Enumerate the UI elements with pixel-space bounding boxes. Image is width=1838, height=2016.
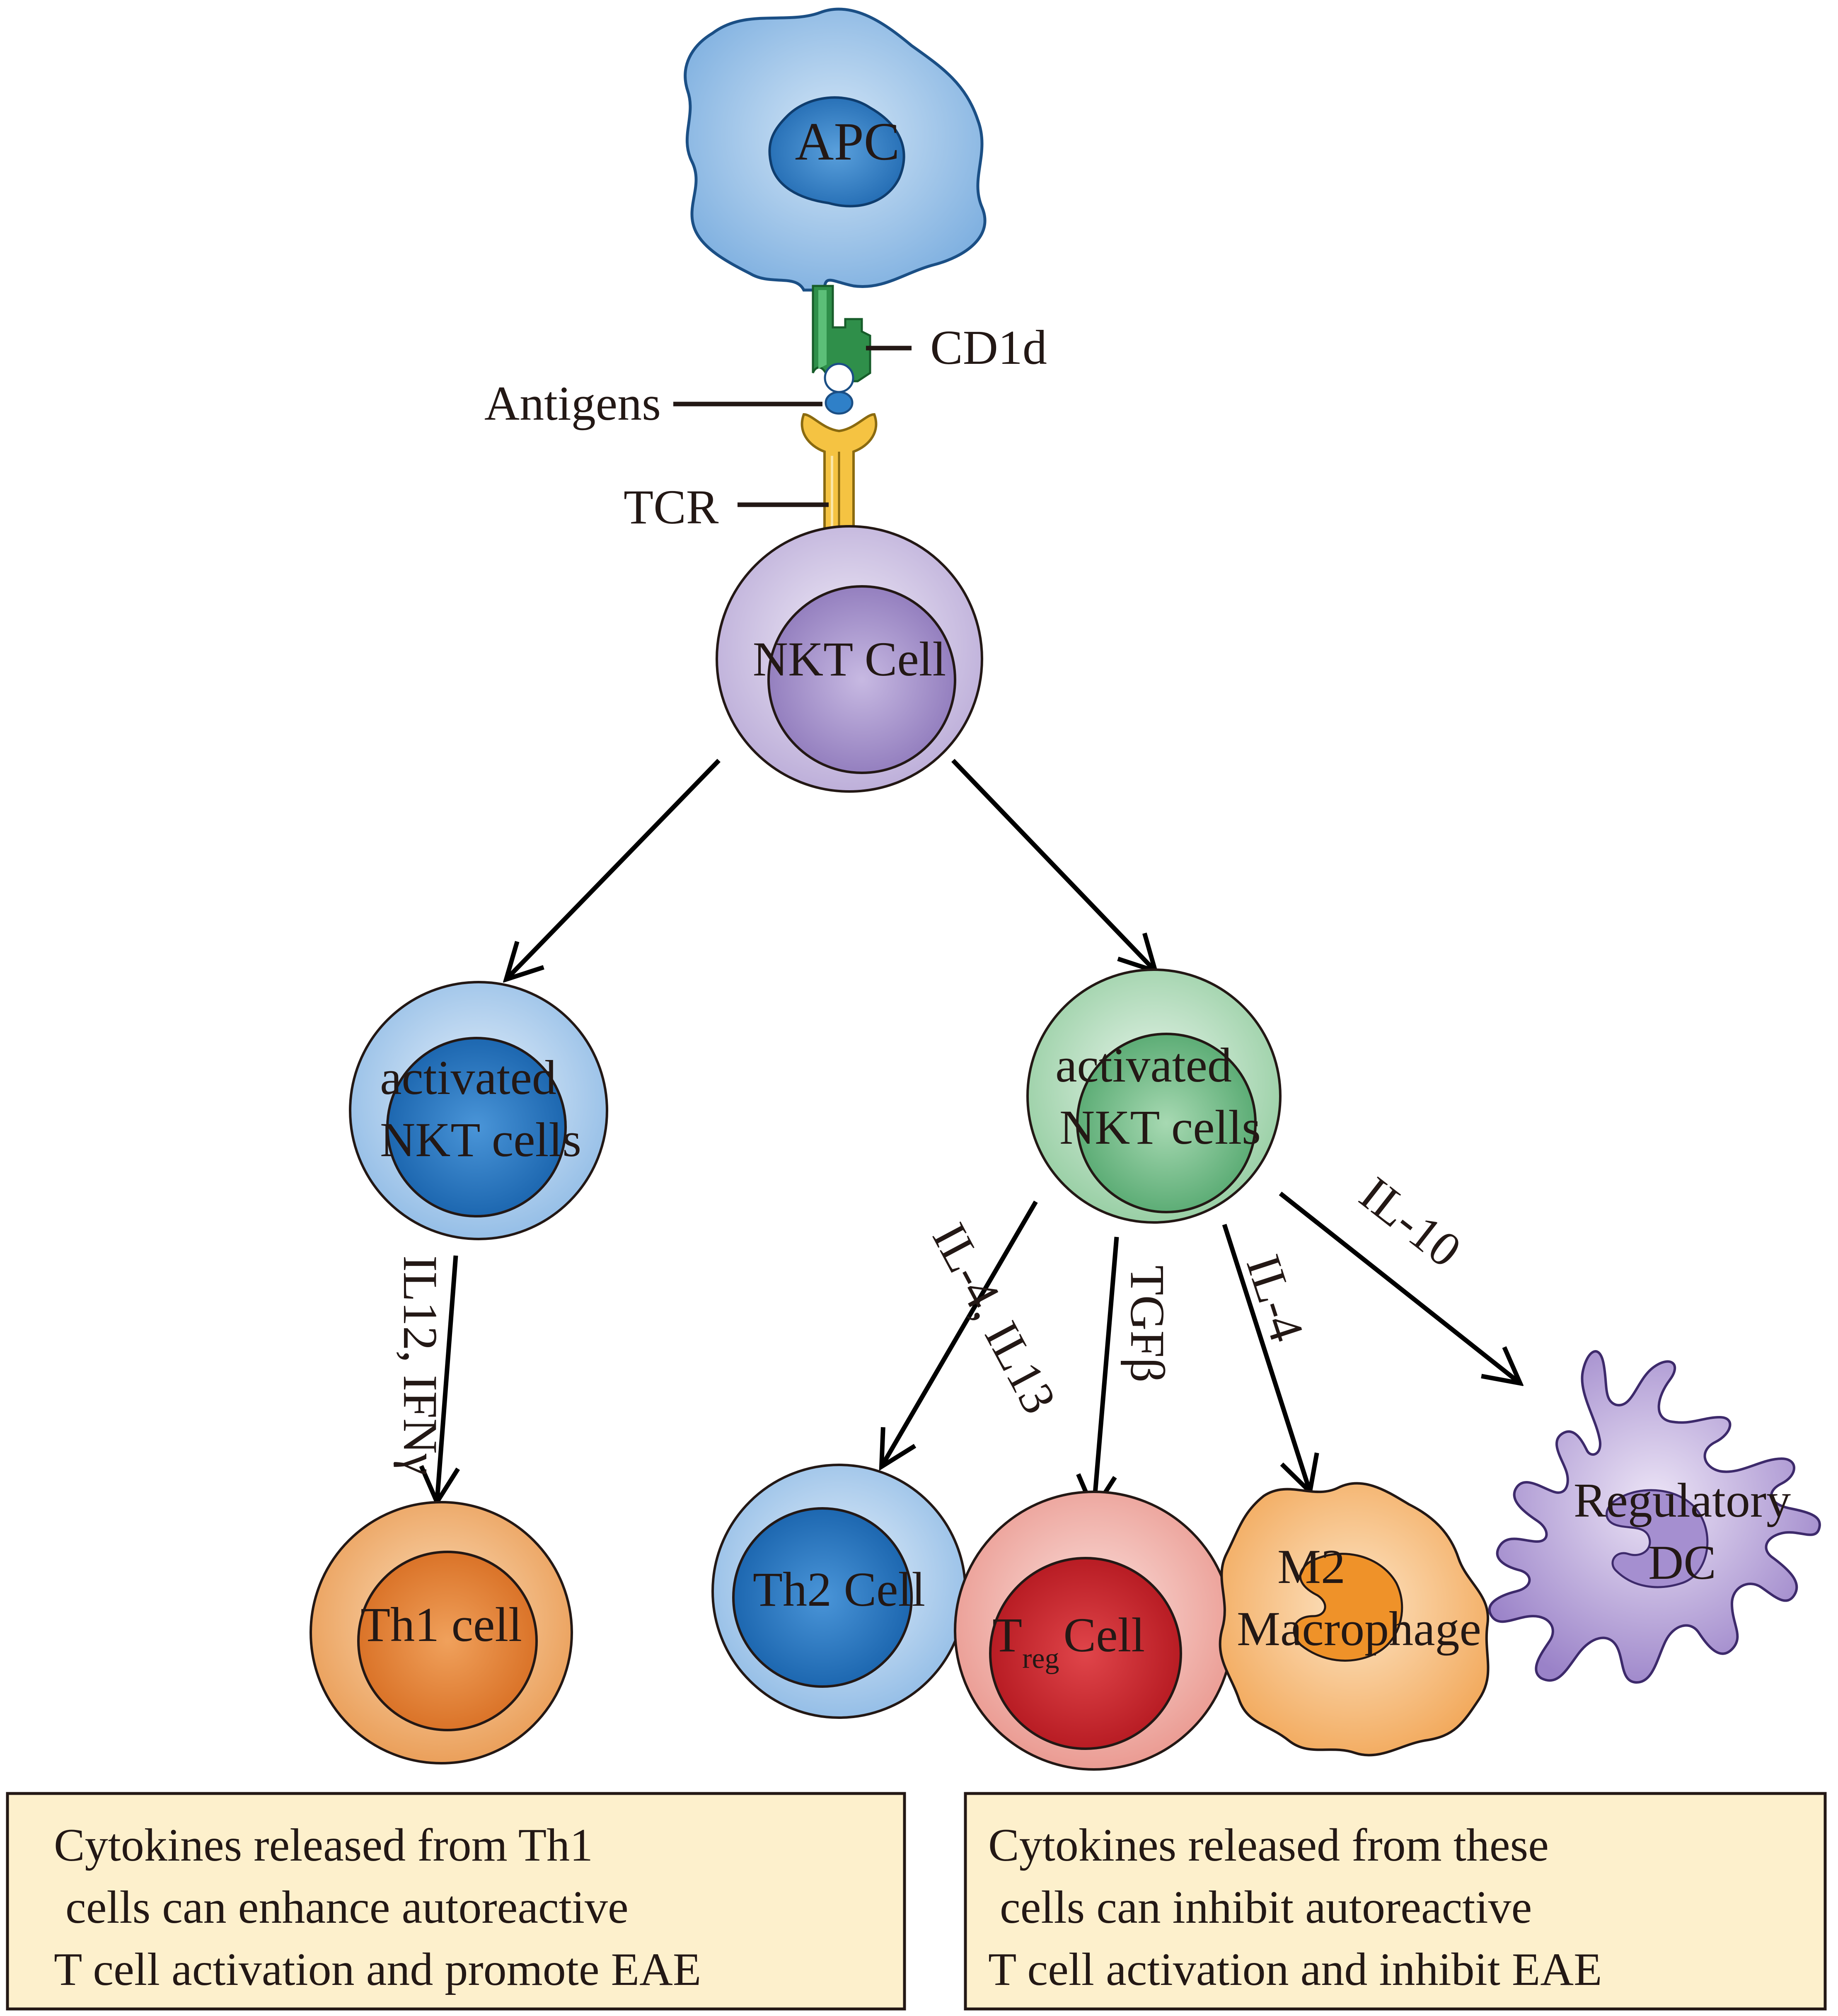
apc-label: APC (795, 112, 900, 172)
arrow-to-th1 (437, 1255, 456, 1500)
arrow-to-th2 (883, 1200, 1038, 1465)
cytokine-label-m2: IL-4 (1236, 1249, 1314, 1348)
arrow-nkt-to-left (508, 759, 721, 978)
m2-label-1: M2 (1277, 1539, 1345, 1594)
right-summary-box: Cytokines released from these cells can … (964, 1792, 1827, 2011)
left-summary-box: Cytokines released from Th1 cells can en… (6, 1792, 906, 2011)
activated-nkt-left: activated NKT cells (349, 981, 608, 1240)
antigen (824, 363, 854, 415)
dc-label-2: DC (1648, 1535, 1716, 1590)
apc-cell: APC (684, 7, 987, 292)
regulatory-dc: Regulatory DC (1488, 1350, 1821, 1684)
arrow-to-dc (1279, 1191, 1519, 1382)
cytokine-label-th2: IL-4, IL13 (922, 1215, 1067, 1422)
right-box-line-1: Cytokines released from these (988, 1820, 1549, 1871)
m2-label-2: Macrophage (1237, 1602, 1481, 1656)
apc-nucleus (768, 96, 905, 208)
left-box-line-2: cells can enhance autoreactive (54, 1882, 629, 1933)
activated-left-label-1: activated (380, 1050, 556, 1105)
th1-cell: Th1 cell (310, 1501, 573, 1764)
cytokine-label-th1: IL12, IFNγ (393, 1256, 447, 1476)
left-box-line-3: T cell activation and promote EAE (54, 1944, 701, 1995)
arrow-to-m2 (1222, 1224, 1309, 1490)
antigens-label: Antigens (484, 376, 661, 431)
right-box-line-2: cells can inhibit autoreactive (988, 1882, 1532, 1933)
treg-cell-label: TregCell (992, 1608, 1145, 1675)
nkt-cell: NKT Cell (716, 525, 983, 793)
tcr-label: TCR (624, 480, 719, 534)
th1-cell-label: Th1 cell (360, 1597, 522, 1652)
dc-label-1: Regulatory (1574, 1473, 1791, 1527)
cytokine-label-treg: TGFβ (1120, 1266, 1175, 1383)
activated-left-label-2: NKT cells (380, 1113, 581, 1167)
th2-cell: Th2 Cell (711, 1464, 967, 1719)
m2-macrophage: M2 Macrophage (1219, 1482, 1490, 1757)
th2-cell-label: Th2 Cell (753, 1562, 925, 1617)
treg-label-main: T (992, 1608, 1022, 1662)
activated-right-label-2: NKT cells (1059, 1100, 1261, 1154)
treg-label-tail: Cell (1063, 1608, 1145, 1662)
arrow-to-treg (1094, 1237, 1119, 1508)
nkt-cell-label: NKT Cell (753, 632, 946, 686)
activated-nkt-right: activated NKT cells (1026, 968, 1282, 1224)
left-box-line-1: Cytokines released from Th1 (54, 1820, 593, 1871)
activated-right-label-1: activated (1055, 1038, 1232, 1092)
cd1d-molecule (812, 285, 871, 382)
right-box-line-3: T cell activation and inhibit EAE (988, 1944, 1602, 1995)
treg-cell: TregCell (954, 1491, 1234, 1771)
treg-label-subscript: reg (1022, 1643, 1059, 1675)
cd1d-label: CD1d (930, 320, 1047, 375)
arrow-nkt-to-right (951, 759, 1154, 970)
